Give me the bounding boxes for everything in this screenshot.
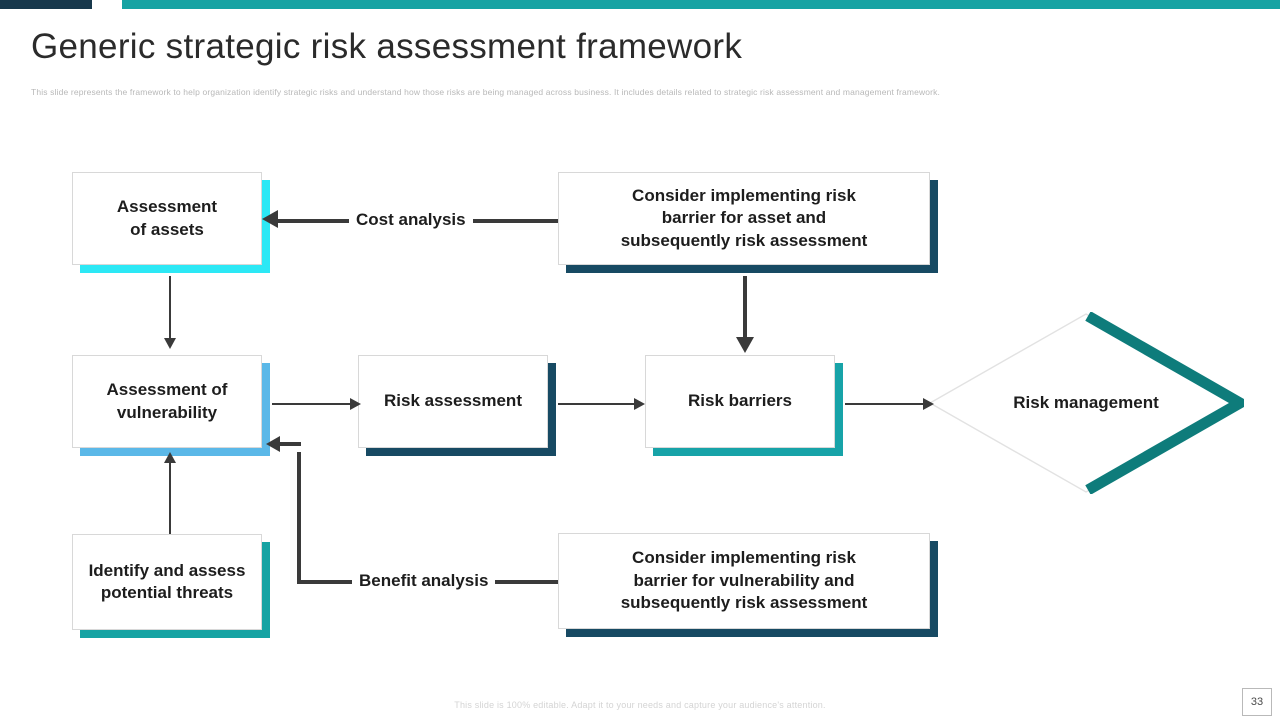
connector-benefit-analysis-stub [277,442,301,446]
page-title: Generic strategic risk assessment framew… [31,27,743,66]
top-accent-bar-teal [122,0,1280,9]
connector-vulnerability-to-assessment-arrowhead [350,398,361,410]
connector-assessment-to-barriers-arrowhead [634,398,645,410]
connector-cost-analysis-arrowhead [262,210,278,228]
connector-barrier-to-riskbarriers-line [743,276,747,340]
page-subtitle: This slide represents the framework to h… [31,87,941,97]
edge-label-cost-analysis: Cost analysis [349,210,473,230]
top-accent-bar-navy [0,0,92,9]
edge-label-benefit-analysis: Benefit analysis [352,571,496,591]
risk-management-diamond-icon [928,311,1252,495]
node-risk-barriers[interactable]: Risk barriers [645,355,835,448]
connector-benefit-analysis-vline [297,452,301,582]
connector-vulnerability-to-assessment-line [272,403,354,405]
footer-note: This slide is 100% editable. Adapt it to… [454,700,826,710]
connector-barrier-to-riskbarriers-arrowhead [736,337,754,353]
connector-assets-to-vulnerability-line [169,276,171,342]
connector-threats-to-vulnerability-arrowhead [164,452,176,463]
connector-assets-to-vulnerability-arrowhead [164,338,176,349]
connector-benefit-analysis-arrowhead [266,436,280,452]
connector-threats-to-vulnerability-line [169,462,171,534]
node-label-risk-barriers: Risk barriers [688,391,792,411]
page-number: 33 [1242,688,1272,716]
connector-assessment-to-barriers-line [558,403,638,405]
node-risk-management[interactable]: Risk management [928,311,1252,495]
connector-barriers-to-management-arrowhead [923,398,934,410]
node-label-risk-assessment: Risk assessment [384,391,522,411]
node-risk-assessment[interactable]: Risk assessment [358,355,548,448]
connector-barriers-to-management-line [845,403,927,405]
